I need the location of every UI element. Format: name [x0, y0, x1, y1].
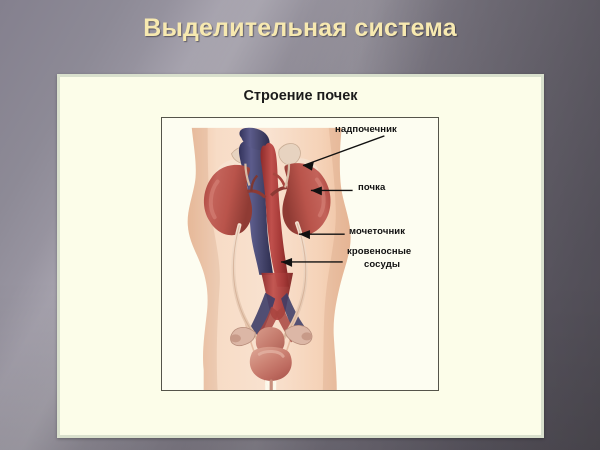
- kidney-left-highlight: [208, 179, 220, 220]
- ureter-left-outline: [232, 225, 258, 339]
- callout-line-adrenal: [302, 135, 385, 171]
- vena-cava-superior-bulge: [239, 127, 270, 151]
- adrenal-gland-right: [278, 143, 301, 166]
- excretory-system-illustration: [162, 118, 438, 390]
- renal-artery-left: [250, 174, 259, 192]
- adrenal-stalk-right: [284, 163, 291, 188]
- ureter-right-outline: [282, 223, 307, 339]
- label-ureter: мочеточник: [349, 226, 406, 237]
- renal-vessel-left: [246, 189, 267, 199]
- anatomy-image-frame: надпочечник почка мочеточник кровеносные…: [161, 117, 439, 391]
- adrenal-stalk-left: [244, 163, 251, 186]
- content-panel: Строение почек: [57, 74, 544, 438]
- slide-title: Выделительная система: [143, 14, 457, 42]
- ovary-right: [301, 332, 313, 341]
- label-blood-vessels-line-1: кровеносные: [347, 246, 412, 257]
- common-iliac-vein-left: [247, 292, 276, 339]
- torso-shading-right: [322, 127, 351, 390]
- bladder-highlight: [257, 350, 285, 358]
- figure-heading: Строение почек: [243, 88, 358, 104]
- label-adrenal-gland: надпочечник: [335, 124, 397, 135]
- torso-shading-left: [187, 127, 220, 390]
- abdominal-aorta: [260, 142, 290, 287]
- ovary-left: [230, 334, 241, 343]
- label-blood-vessels-line-2: сосуды: [364, 259, 401, 270]
- callout-line-kidney: [310, 186, 353, 196]
- label-kidney: почка: [358, 182, 386, 193]
- kidney-right-highlight: [314, 177, 326, 218]
- callout-line-vessels: [281, 257, 343, 267]
- callout-line-ureter: [299, 230, 345, 240]
